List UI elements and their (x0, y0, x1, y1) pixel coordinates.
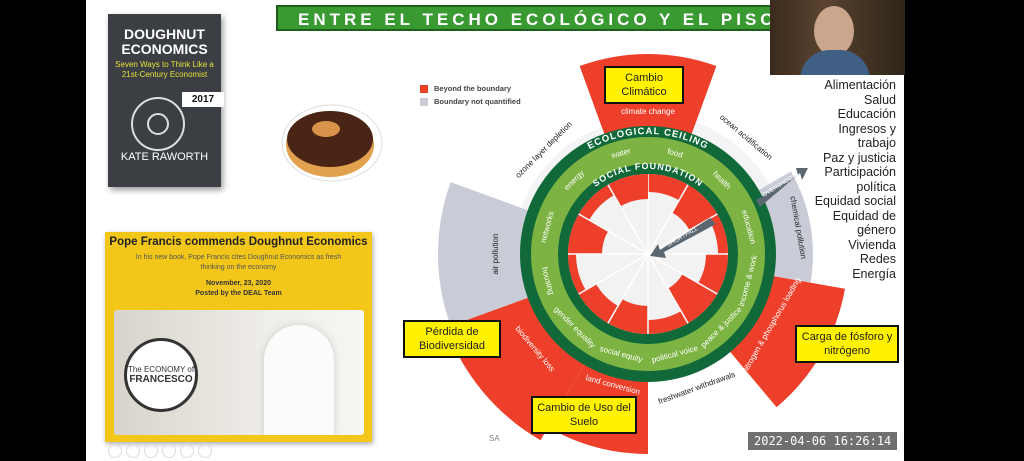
legend-grey-swatch (420, 97, 428, 106)
participant-shirt (800, 50, 870, 75)
shortfall-divider (607, 184, 649, 255)
video-timestamp: 2022-04-06 16:26:14 (748, 432, 898, 450)
shortfall-wedge (568, 254, 586, 294)
social-list-item: política (856, 179, 896, 194)
shortfall-wedge (648, 174, 688, 201)
social-list-item: Redes (859, 252, 896, 266)
shortfall-divider (578, 213, 649, 255)
shortfall-wedge (608, 174, 648, 207)
doughnut-sketch-icon (131, 97, 185, 151)
pope-date: November, 23, 2020 (206, 280, 271, 287)
social-list-item: Salud (864, 92, 896, 107)
shortfall-divider (607, 253, 649, 324)
control-button[interactable] (108, 444, 122, 458)
social-list-item: Equidad de (832, 208, 896, 223)
shortfall-wedge (578, 184, 614, 220)
social-list-item: Equidad social (814, 194, 896, 208)
boundary-wedge-nitrogen (725, 274, 845, 408)
shortfall-divider (647, 253, 689, 324)
boundary-wedge-air (438, 182, 536, 326)
shortfall-wedge (578, 284, 618, 324)
social-list-item: trabajo (857, 136, 896, 150)
pope-photo: The ECONOMY of FRANCESCO (114, 310, 364, 435)
control-button[interactable] (126, 444, 140, 458)
callout-phosphorus: Carga de fósforo y nitrógeno (795, 325, 899, 363)
shortfall-wedge (648, 311, 688, 334)
pope-posted-by: Posted by the DEAL Team (195, 290, 282, 297)
social-list-item: Paz y justicia (823, 150, 896, 165)
shortfall-wedge (568, 214, 609, 254)
boundary-label-air: air pollution (491, 234, 500, 275)
social-list-item: Ingresos y (838, 121, 896, 136)
shortfall-divider (647, 253, 718, 295)
legend-not-quantified: Boundary not quantified (434, 97, 521, 106)
pope-francis-card: Pope Francis commends Doughnut Economics… (105, 232, 372, 442)
control-button[interactable] (144, 444, 158, 458)
book-title: DOUGHNUT ECONOMICS (121, 26, 208, 57)
faded-player-controls[interactable] (108, 444, 212, 458)
control-button[interactable] (180, 444, 194, 458)
shortfall-wedge (608, 299, 648, 334)
shortfall-wedge (698, 254, 728, 294)
social-list-item: Educación (837, 107, 896, 121)
book-year: 2017 (182, 92, 224, 107)
legend-red-swatch (420, 84, 428, 93)
economy-of-francesco-logo: The ECONOMY of FRANCESCO (124, 338, 198, 412)
legend-beyond: Beyond the boundary (434, 84, 512, 93)
control-button[interactable] (162, 444, 176, 458)
shortfall-wedge (672, 184, 718, 230)
shortfall-divider (647, 213, 718, 255)
book-subtitle: Seven Ways to Think Like a 21st-Century … (115, 60, 214, 79)
book-author: KATE RAWORTH (120, 151, 209, 163)
pope-figure (264, 325, 334, 435)
callout-climate: Cambio Climático (604, 66, 684, 104)
seal-text: The ECONOMY of (127, 365, 195, 374)
webcam-video[interactable] (770, 0, 905, 75)
shortfall-divider (647, 184, 689, 255)
diagram-legend: Beyond the boundary Boundary not quantif… (420, 84, 521, 110)
pope-description: In his new book, Pope Francis cites Doug… (135, 254, 342, 271)
social-list-item: Participación (824, 165, 896, 179)
shortfall-divider (578, 253, 649, 295)
donut-image (281, 104, 383, 182)
social-list-item: Alimentación (824, 78, 896, 92)
social-list-item: Energía (852, 266, 896, 281)
pope-headline: Pope Francis commends Doughnut Economics (109, 236, 368, 248)
callout-land-use: Cambio de Uso del Suelo (531, 396, 637, 434)
social-list-item: Vivienda (848, 237, 896, 252)
participant-face (814, 6, 854, 56)
seal-text-bold: FRANCESCO (129, 374, 193, 385)
boundary-label-climate: climate change (621, 107, 675, 116)
control-button[interactable] (198, 444, 212, 458)
book-cover: DOUGHNUT ECONOMICS Seven Ways to Think L… (108, 14, 224, 187)
slide-footer-mark: SA (489, 434, 500, 443)
callout-biodiversity: Pérdida de Biodiversidad (403, 320, 501, 358)
social-label: food (666, 147, 683, 160)
social-list-item: género (857, 223, 896, 237)
shortfall-wedge (668, 274, 718, 324)
slide-title: ENTRE EL TECHO ECOLÓGICO Y EL PISO (276, 5, 786, 31)
